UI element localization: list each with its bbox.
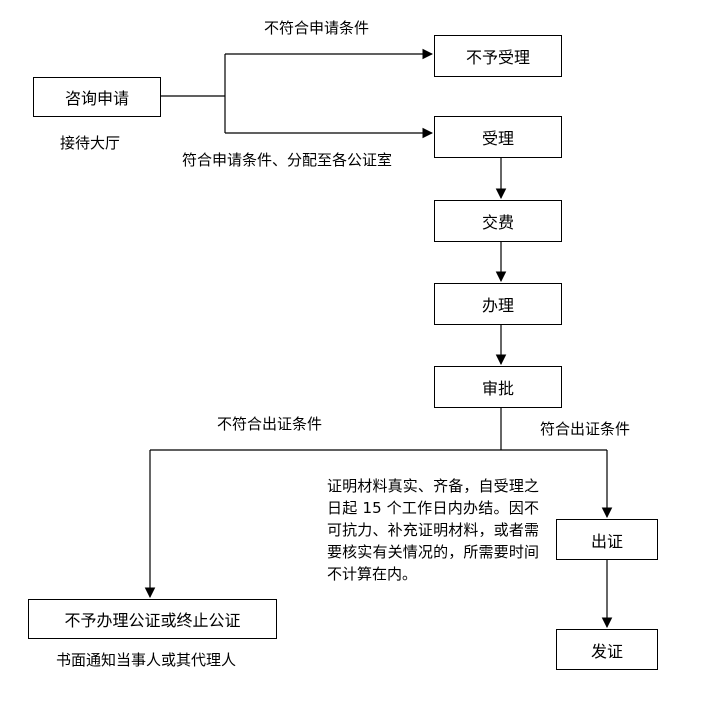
label-written-notice: 书面通知当事人或其代理人 [56,651,237,669]
label-not-meet-issue: 不符合出证条件 [217,415,323,433]
label-meet-issue: 符合出证条件 [540,420,631,438]
node-review: 审批 [434,366,562,408]
node-terminate: 不予办理公证或终止公证 [28,599,277,639]
node-accept: 受理 [434,116,562,158]
node-issue: 出证 [556,519,658,560]
node-consult: 咨询申请 [33,77,161,117]
node-process: 办理 [434,283,562,325]
processing-note: 证明材料真实、齐备，自受理之日起 15 个工作日内办结。因不可抗力、补充证明材料… [327,477,539,583]
label-not-meet-apply: 不符合申请条件 [264,19,370,37]
node-pay: 交费 [434,200,562,242]
label-hall: 接待大厅 [60,134,121,152]
node-deliver: 发证 [556,629,658,670]
label-meet-apply: 符合申请条件、分配至各公证室 [182,151,393,169]
node-reject-accept: 不予受理 [434,35,562,77]
